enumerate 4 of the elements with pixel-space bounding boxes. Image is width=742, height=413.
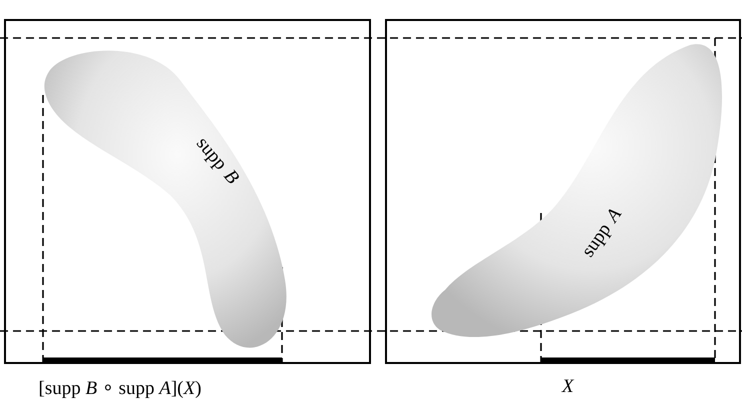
axis-label: [supp B ∘ supp A](X)	[38, 377, 202, 400]
axis-label: X	[562, 376, 574, 398]
region-label: supp B	[191, 133, 243, 189]
region-label: supp A	[578, 204, 627, 262]
